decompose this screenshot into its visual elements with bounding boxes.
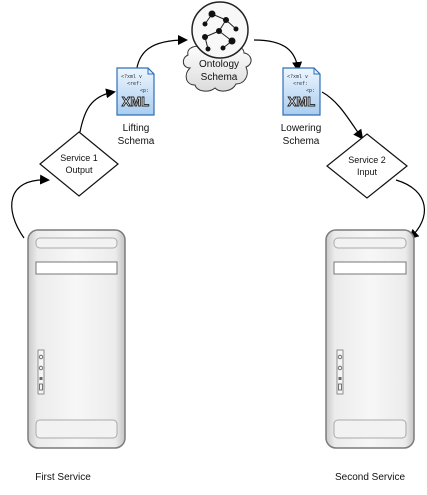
lifting-xml-badge: XML xyxy=(122,94,150,109)
ontology-label-line1: Ontology xyxy=(199,59,239,70)
first-service-label: First Service xyxy=(35,472,91,483)
lowering-xml-document-icon: <?xml v <ref: <p: XML xyxy=(282,67,321,116)
lifting-doc-line1: <?xml v xyxy=(121,74,142,80)
service1-output-diamond xyxy=(39,131,119,197)
arrow-service2-input-to-second-service xyxy=(395,179,425,240)
arrow-service1-output-to-lifting-schema xyxy=(79,88,116,133)
lowering-schema-node: <?xml v <ref: <p: XML Lowering Schema xyxy=(281,67,322,147)
second-service-label: Second Service xyxy=(335,472,405,483)
service2-input-node: Service 2 Input xyxy=(326,133,408,199)
lifting-label-line1: Lifting xyxy=(123,123,150,134)
first-service-server-icon xyxy=(27,229,126,449)
arrow-ontology-to-lowering-schema xyxy=(253,39,303,72)
service2-input-line1: Service 2 xyxy=(348,155,386,165)
lowering-xml-badge: XML xyxy=(288,94,316,109)
lowering-label-line2: Schema xyxy=(283,136,320,147)
lowering-doc-line1: <?xml v xyxy=(287,74,308,80)
ontology-label-line2: Schema xyxy=(201,72,238,83)
lowering-label-line1: Lowering xyxy=(281,123,322,134)
arrow-lowering-schema-to-service2-input xyxy=(321,91,364,140)
service1-output-line1: Service 1 xyxy=(60,153,98,163)
lowering-doc-line2: <ref: xyxy=(293,81,308,87)
ontology-cloud-shape xyxy=(182,43,252,92)
second-service-server-icon xyxy=(325,229,415,449)
service1-output-node: Service 1 Output xyxy=(39,131,119,197)
ontology-schema-node: Ontology Schema xyxy=(182,1,252,92)
lifting-xml-document-icon: <?xml v <ref: <p: XML xyxy=(116,67,155,116)
service2-input-line2: Input xyxy=(357,167,378,177)
lifting-doc-line3: <p: xyxy=(140,88,149,94)
service2-input-diamond xyxy=(326,133,408,199)
lifting-schema-node: <?xml v <ref: <p: XML Lifting Schema xyxy=(116,67,155,147)
lifting-doc-line2: <ref: xyxy=(127,81,142,87)
arrow-first-service-to-service1-output xyxy=(11,174,50,239)
service1-output-line2: Output xyxy=(65,165,93,175)
lowering-doc-line3: <p: xyxy=(306,88,315,94)
lifting-label-line2: Schema xyxy=(118,136,155,147)
ontology-graph-icon xyxy=(191,1,249,59)
